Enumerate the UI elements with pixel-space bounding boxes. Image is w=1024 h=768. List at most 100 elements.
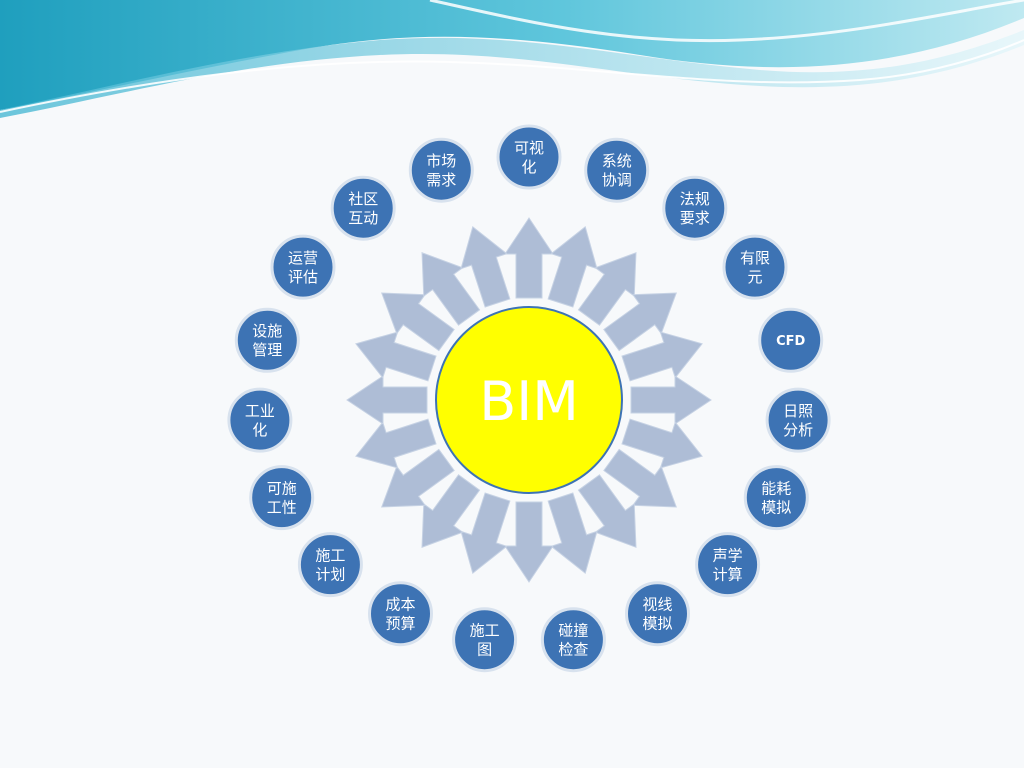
node-label: 能耗	[761, 480, 791, 498]
node-visualization: 可视化	[496, 124, 562, 190]
radial-arrow	[355, 418, 437, 469]
node-circle	[662, 175, 728, 241]
node-label: 检查	[558, 641, 588, 659]
radial-arrow	[460, 226, 511, 308]
arrow-ring	[346, 217, 712, 583]
center-label: BIM	[479, 370, 579, 433]
node-label: 工业	[245, 402, 275, 420]
radial-arrow	[630, 375, 712, 425]
node-label: 施工	[315, 547, 345, 565]
node-label: 可视	[514, 139, 544, 157]
node-label: 需求	[426, 171, 456, 189]
node-label: 计划	[315, 566, 345, 584]
node-circle	[227, 387, 293, 453]
node-label: 化	[252, 421, 267, 439]
node-circle	[297, 532, 363, 598]
node-circle	[270, 234, 336, 300]
node-label: 分析	[783, 421, 813, 439]
node-construction-drawing: 施工图	[452, 607, 518, 673]
node-label: 日照	[783, 402, 813, 420]
node-circle	[234, 307, 300, 373]
radial-arrow	[504, 217, 554, 299]
radial-arrow	[381, 448, 455, 508]
node-finite-element: 有限元	[722, 234, 788, 300]
node-circle	[496, 124, 562, 190]
node-circle	[330, 175, 396, 241]
node-circle	[758, 307, 824, 373]
node-label: 法规	[680, 190, 710, 208]
node-label: 市场	[426, 152, 456, 170]
node-circle	[452, 607, 518, 673]
node-label: 成本	[385, 596, 415, 614]
node-label: 元	[747, 268, 762, 286]
node-label: 工性	[267, 499, 297, 517]
node-cfd: CFD	[758, 307, 824, 373]
radial-arrow	[504, 501, 554, 583]
radial-arrow	[381, 292, 455, 352]
node-circle	[584, 137, 650, 203]
radial-arrow	[577, 474, 637, 548]
node-label: 计算	[713, 566, 743, 584]
node-label: 有限	[740, 249, 770, 267]
node-label: 化	[521, 158, 536, 176]
header-wave-decoration	[0, 0, 1024, 118]
node-label: 要求	[680, 209, 710, 227]
radial-arrow	[577, 252, 637, 326]
node-label: CFD	[776, 334, 805, 349]
node-industrialization: 工业化	[227, 387, 293, 453]
radial-arrow	[621, 331, 703, 382]
radial-arrow	[547, 226, 598, 308]
radial-arrow	[603, 448, 677, 508]
node-label: 协调	[602, 171, 632, 189]
radial-arrow	[355, 331, 437, 382]
center-hub: BIM	[435, 306, 623, 494]
node-circle	[249, 465, 315, 531]
node-circle	[743, 465, 809, 531]
node-label: 声学	[713, 547, 743, 565]
node-label: 可施	[267, 480, 297, 498]
radial-arrow	[421, 474, 481, 548]
node-label: 互动	[348, 209, 378, 227]
node-circle	[408, 137, 474, 203]
node-circle	[722, 234, 788, 300]
radial-arrow	[603, 292, 677, 352]
node-label: 管理	[252, 341, 282, 359]
node-label: 模拟	[642, 615, 672, 633]
node-circle	[765, 387, 831, 453]
node-circle	[695, 532, 761, 598]
node-label: 预算	[385, 615, 415, 633]
radial-arrow	[460, 492, 511, 574]
radial-arrow	[421, 252, 481, 326]
radial-arrow	[346, 375, 428, 425]
node-label: 社区	[348, 190, 378, 208]
radial-arrow	[621, 418, 703, 469]
node-label: 模拟	[761, 499, 791, 517]
node-label: 碰撞	[558, 622, 588, 640]
node-label: 系统	[602, 152, 632, 170]
radial-arrow	[547, 492, 598, 574]
node-label: 设施	[252, 322, 282, 340]
node-label: 施工	[470, 622, 500, 640]
node-circle	[368, 581, 433, 647]
node-label: 视线	[642, 596, 672, 614]
node-label: 运营	[288, 249, 318, 267]
node-circle	[625, 581, 690, 647]
node-label: 图	[477, 641, 492, 659]
node-circle	[540, 607, 606, 673]
node-ring: 可视化系统协调法规要求有限元CFD日照分析能耗模拟声学计算视线模拟碰撞检查施工图…	[227, 124, 831, 673]
center-circle	[435, 306, 623, 494]
